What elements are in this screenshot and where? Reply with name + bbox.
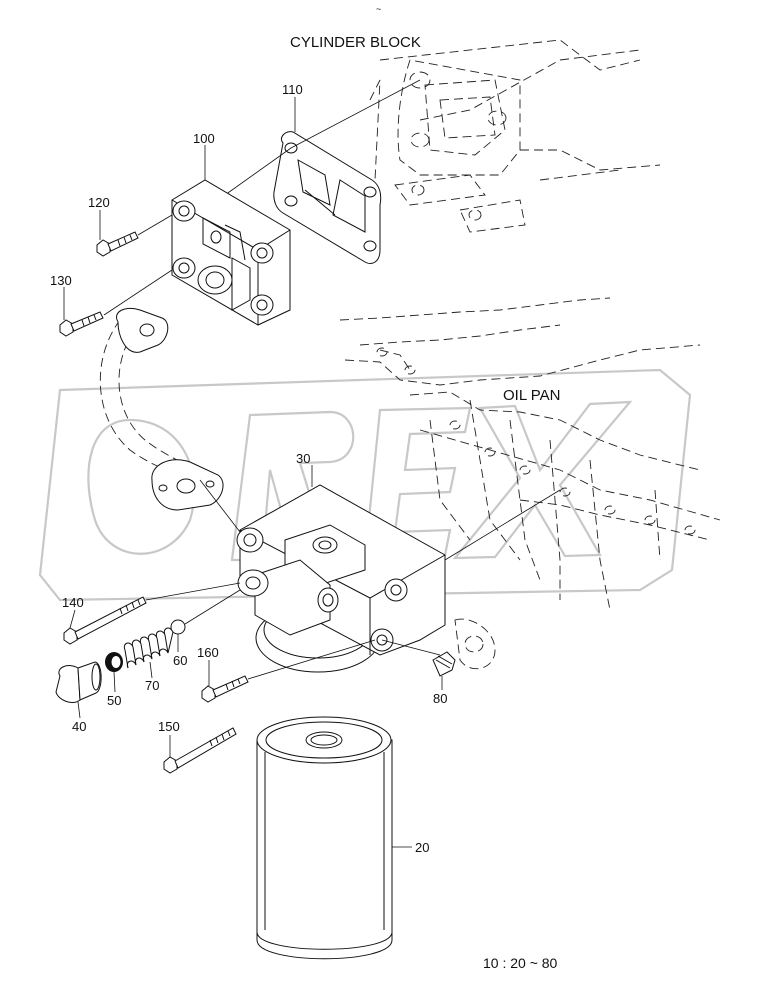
bolt-140 bbox=[63, 582, 241, 645]
gasket-alignment-line bbox=[290, 79, 421, 149]
part-label-70: 70 bbox=[145, 678, 159, 693]
cylinder-block-label: CYLINDER BLOCK bbox=[290, 34, 421, 51]
ball bbox=[170, 619, 186, 635]
bolt-120 bbox=[96, 214, 173, 257]
bolt-130 bbox=[59, 269, 173, 337]
corner-mark: ~ bbox=[376, 4, 381, 14]
part-label-30: 30 bbox=[296, 451, 310, 466]
adapter-block bbox=[171, 179, 291, 326]
oil-pan bbox=[339, 297, 721, 670]
filter-head-alignment-line bbox=[444, 489, 561, 561]
bolt-160 bbox=[201, 639, 376, 703]
pipe-alignment-line bbox=[199, 479, 241, 533]
part-label-130: 130 bbox=[50, 273, 72, 288]
filter-head bbox=[236, 484, 446, 673]
part-label-120: 120 bbox=[88, 195, 110, 210]
part-label-20: 20 bbox=[415, 840, 429, 855]
cylinder-block bbox=[369, 39, 661, 233]
plug bbox=[381, 639, 456, 677]
part-label-60: 60 bbox=[173, 653, 187, 668]
bolt-150 bbox=[163, 727, 237, 774]
part-label-80: 80 bbox=[433, 691, 447, 706]
relief-plug bbox=[55, 661, 102, 703]
adapter-alignment-line bbox=[224, 147, 292, 196]
part-label-140: 140 bbox=[62, 595, 84, 610]
oil-pipe bbox=[99, 307, 224, 511]
part-label-40: 40 bbox=[72, 719, 86, 734]
part-label-50: 50 bbox=[107, 693, 121, 708]
spring bbox=[123, 627, 174, 669]
part-label-110: 110 bbox=[282, 82, 303, 97]
callouts bbox=[63, 97, 443, 848]
o-ring bbox=[105, 652, 123, 672]
part-label-160: 160 bbox=[197, 645, 219, 660]
oil-filter-cartridge bbox=[256, 716, 393, 960]
part-label-150: 150 bbox=[158, 719, 180, 734]
part-label-100: 100 bbox=[193, 131, 215, 146]
oil-pan-label: OIL PAN bbox=[503, 387, 561, 404]
gasket bbox=[273, 131, 382, 264]
reference-number: 10 : 20 ~ 80 bbox=[483, 955, 558, 971]
ball-alignment-line bbox=[184, 589, 241, 625]
